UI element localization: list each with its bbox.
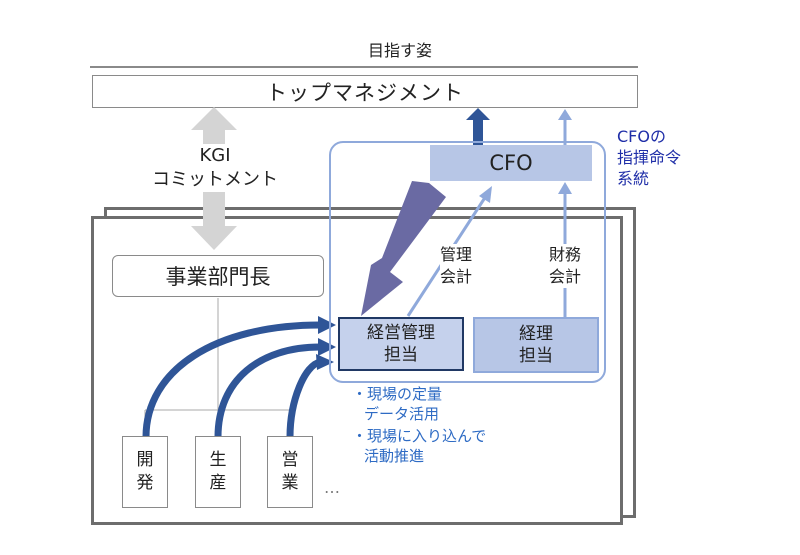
note-line4: 活動推進 bbox=[364, 447, 425, 465]
management-accounting-label: 管理 会計 bbox=[428, 240, 484, 292]
accounting-charge-box: 経理 担当 bbox=[473, 317, 599, 373]
division-head-box: 事業部門長 bbox=[112, 255, 324, 297]
note-line1: ・現場の定量 bbox=[352, 385, 443, 403]
kgi-commitment-label: KGI コミットメント bbox=[150, 140, 280, 196]
dept-prod-char1: 生 bbox=[209, 450, 227, 471]
cfo-label: CFO bbox=[489, 151, 533, 175]
department-box-sales: 営 業 bbox=[267, 436, 313, 508]
more-departments-ellipsis: … bbox=[324, 478, 340, 497]
acct-charge-line1: 経理 bbox=[519, 324, 553, 344]
dept-sales-char1: 営 bbox=[281, 450, 299, 471]
acct-charge-line2: 担当 bbox=[519, 346, 553, 366]
cfo-box: CFO bbox=[430, 145, 592, 181]
mgmt-charge-line1: 経営管理 bbox=[367, 323, 435, 343]
note-line3: ・現場に入り込んで bbox=[352, 427, 487, 445]
cfo-command-note: CFOの 指揮命令 系統 bbox=[617, 126, 717, 189]
dept-dev-char1: 開 bbox=[136, 450, 154, 471]
department-box-production: 生 産 bbox=[195, 436, 241, 508]
management-charge-box: 経営管理 担当 bbox=[338, 317, 464, 371]
title-divider bbox=[90, 66, 638, 68]
cfo-command-region bbox=[329, 141, 606, 383]
kgi-line1: KGI bbox=[195, 143, 235, 168]
note-line2: データ活用 bbox=[364, 405, 440, 423]
cfo-command-line3: 系統 bbox=[617, 169, 650, 188]
dept-dev-char2: 発 bbox=[136, 473, 154, 493]
cfo-command-line1: CFOの bbox=[617, 127, 666, 146]
activity-notes: ・現場の定量 データ活用 ・現場に入り込んで 活動推進 bbox=[352, 384, 552, 466]
mgmt-charge-line2: 担当 bbox=[384, 345, 418, 365]
financial-accounting-label: 財務 会計 bbox=[537, 240, 593, 292]
diagram-title: 目指す姿 bbox=[367, 41, 432, 60]
kgi-line2: コミットメント bbox=[150, 168, 280, 193]
mgmt-accounting-line1: 管理 bbox=[439, 244, 472, 266]
department-arrowheads bbox=[316, 316, 336, 370]
mgmt-accounting-line2: 会計 bbox=[439, 266, 472, 288]
top-management-label: トップマネジメント bbox=[266, 80, 464, 105]
top-management-box: トップマネジメント bbox=[92, 75, 638, 108]
department-curves bbox=[142, 321, 324, 441]
cfo-command-arrow bbox=[361, 181, 446, 316]
division-head-label: 事業部門長 bbox=[165, 265, 271, 289]
cfo-to-top-arrow bbox=[466, 108, 490, 146]
dept-sales-char2: 業 bbox=[281, 473, 299, 493]
cfo-command-line2: 指揮命令 bbox=[617, 148, 682, 167]
dept-prod-char2: 産 bbox=[209, 473, 227, 493]
department-box-development: 開 発 bbox=[122, 436, 168, 508]
fin-accounting-line2: 会計 bbox=[548, 266, 581, 288]
finance-to-top-arrow bbox=[558, 109, 572, 145]
fin-accounting-line1: 財務 bbox=[548, 244, 581, 266]
